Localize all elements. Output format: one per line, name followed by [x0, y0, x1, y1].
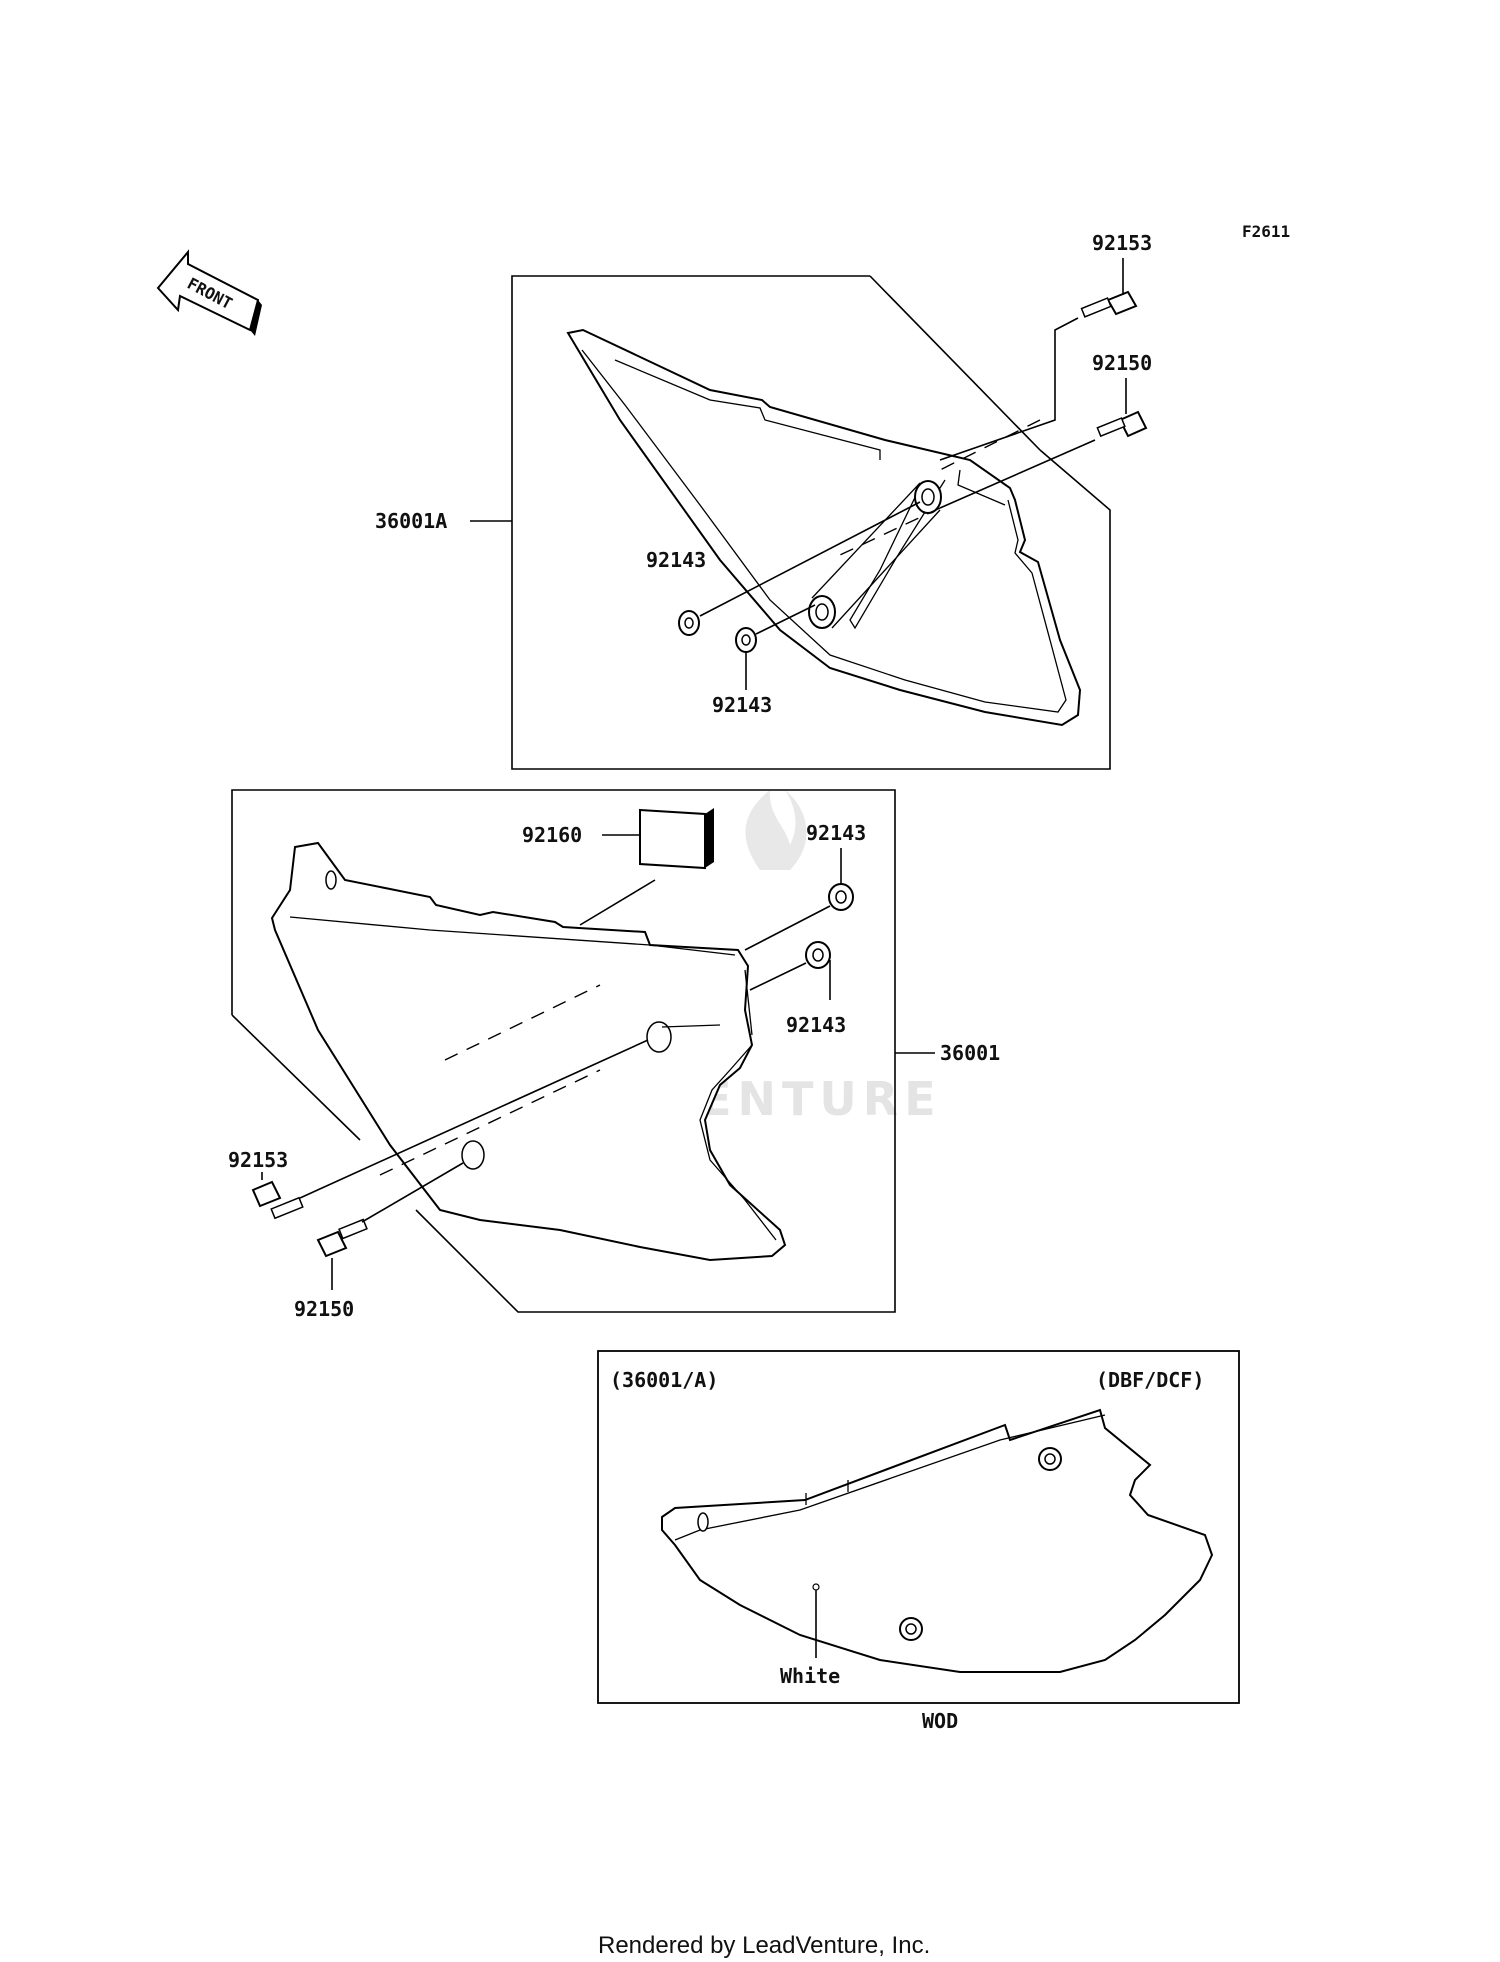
bolt-92150-lower-icon [316, 1218, 368, 1258]
grommet-lower-icon [899, 1617, 923, 1641]
footer-credit: Rendered by LeadVenture, Inc. [598, 1932, 930, 1959]
part-label-36001a: 36001A [375, 509, 447, 533]
bolt-92153-lower-icon [251, 1180, 304, 1220]
color-label: White [780, 1664, 840, 1688]
washer-92143-lower-b-icon [805, 941, 831, 969]
bolt-92153-upper-icon [1080, 290, 1138, 318]
bolt-92150-upper-icon [1096, 410, 1148, 438]
variant-panel: (36001/A) (DBF/DCF) White WOD [597, 1350, 1240, 1733]
figure-code: F2611 [1242, 222, 1290, 241]
variant-right-tag: (DBF/DCF) [1096, 1368, 1204, 1392]
part-label-92143-lower-b: 92143 [786, 1013, 846, 1037]
part-label-92150-upper: 92150 [1092, 351, 1152, 375]
washer-92143-lower-a-icon [828, 883, 854, 911]
emblem-92160-icon [639, 808, 714, 870]
lower-box-outline [231, 789, 896, 1313]
part-label-92143-upper-a: 92143 [646, 548, 706, 572]
variant-caption: WOD [922, 1709, 958, 1733]
part-label-92160: 92160 [522, 823, 582, 847]
part-label-92143-lower-a: 92143 [806, 821, 866, 845]
part-label-92153-upper: 92153 [1092, 231, 1152, 255]
part-label-92153-lower: 92153 [228, 1148, 288, 1172]
lower-assembly: 92160 92143 92143 36001 92153 92150 [228, 789, 1000, 1321]
grommet-upper-icon [1038, 1447, 1062, 1471]
upper-assembly: 92153 92150 36001A 92143 92143 [375, 231, 1152, 770]
upper-box-outline [511, 275, 1111, 770]
part-label-92143-upper-b: 92143 [712, 693, 772, 717]
part-label-92150-lower: 92150 [294, 1297, 354, 1321]
front-arrow-icon: FRONT [156, 249, 262, 336]
part-label-36001: 36001 [940, 1041, 1000, 1065]
washer-92143-upper-a-icon [678, 610, 700, 636]
washer-92143-upper-b-icon [735, 627, 757, 653]
side-cover-36001a [566, 328, 1082, 727]
variant-left-tag: (36001/A) [610, 1368, 718, 1392]
side-cover-white [661, 1408, 1214, 1673]
side-cover-36001 [270, 841, 787, 1262]
